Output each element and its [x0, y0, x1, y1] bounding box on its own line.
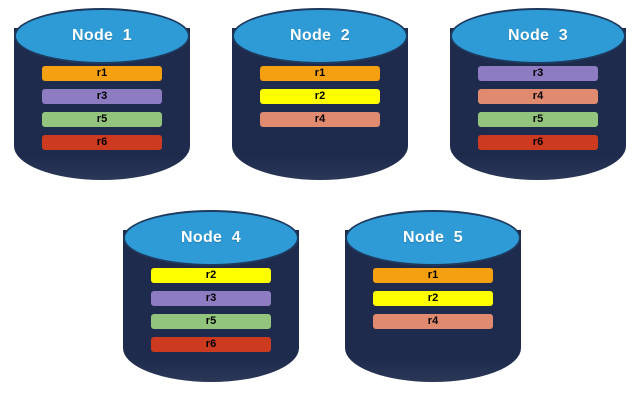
cylinder-top-ellipse: Node 1 — [14, 8, 190, 64]
node-label: Node 4 — [181, 229, 241, 246]
cylinder-top-ellipse: Node 5 — [345, 210, 521, 266]
replica-bar-r2[interactable]: r2 — [151, 268, 271, 283]
replica-label: r6 — [96, 136, 108, 148]
replica-bar-r4[interactable]: r4 — [478, 89, 598, 104]
replica-label: r5 — [532, 113, 544, 125]
replica-bar-r6[interactable]: r6 — [478, 135, 598, 150]
replica-bar-r4[interactable]: r4 — [260, 112, 380, 127]
replica-label: r2 — [205, 269, 217, 281]
replica-list: r1 r2 r4 — [373, 268, 493, 329]
replica-bar-r6[interactable]: r6 — [151, 337, 271, 352]
replica-label: r3 — [532, 67, 544, 79]
replica-bar-r4[interactable]: r4 — [373, 314, 493, 329]
node-label: Node 2 — [290, 27, 350, 44]
node-label: Node 5 — [403, 229, 463, 246]
replica-list: r1 r3 r5 r6 — [42, 66, 162, 150]
replica-label: r2 — [427, 292, 439, 304]
replica-list: r3 r4 r5 r6 — [478, 66, 598, 150]
replica-list: r1 r2 r4 — [260, 66, 380, 127]
cylinder-top-ellipse: Node 4 — [123, 210, 299, 266]
replica-label: r5 — [205, 315, 217, 327]
cylinder-bottom-shading — [123, 348, 299, 382]
replica-label: r4 — [427, 315, 439, 327]
database-node-2[interactable]: r1 r2 r4 Node 2 — [232, 8, 408, 188]
replica-label: r4 — [532, 90, 544, 102]
cylinder-bottom-shading — [345, 348, 521, 382]
replica-label: r2 — [314, 90, 326, 102]
cylinder-top-ellipse: Node 2 — [232, 8, 408, 64]
cylinder-bottom-shading — [450, 146, 626, 180]
replica-label: r3 — [205, 292, 217, 304]
cylinder-bottom-shading — [14, 146, 190, 180]
replica-label: r6 — [532, 136, 544, 148]
cylinder-bottom-shading — [232, 146, 408, 180]
database-node-4[interactable]: r2 r3 r5 r6 Node 4 — [123, 210, 299, 390]
replica-bar-r3[interactable]: r3 — [478, 66, 598, 81]
replica-bar-r1[interactable]: r1 — [373, 268, 493, 283]
replica-bar-r2[interactable]: r2 — [373, 291, 493, 306]
replica-bar-r3[interactable]: r3 — [151, 291, 271, 306]
node-label: Node 3 — [508, 27, 568, 44]
database-node-5[interactable]: r1 r2 r4 Node 5 — [345, 210, 521, 390]
replica-bar-r5[interactable]: r5 — [478, 112, 598, 127]
replica-label: r3 — [96, 90, 108, 102]
replica-bar-r1[interactable]: r1 — [42, 66, 162, 81]
database-node-3[interactable]: r3 r4 r5 r6 Node 3 — [450, 8, 626, 188]
replica-bar-r1[interactable]: r1 — [260, 66, 380, 81]
replica-list: r2 r3 r5 r6 — [151, 268, 271, 352]
replica-bar-r5[interactable]: r5 — [42, 112, 162, 127]
replica-bar-r3[interactable]: r3 — [42, 89, 162, 104]
replica-bar-r2[interactable]: r2 — [260, 89, 380, 104]
node-label: Node 1 — [72, 27, 132, 44]
replica-bar-r6[interactable]: r6 — [42, 135, 162, 150]
replica-label: r4 — [314, 113, 326, 125]
replica-label: r5 — [96, 113, 108, 125]
replica-label: r6 — [205, 338, 217, 350]
database-node-1[interactable]: r1 r3 r5 r6 Node 1 — [14, 8, 190, 188]
replica-label: r1 — [96, 67, 108, 79]
cylinder-top-ellipse: Node 3 — [450, 8, 626, 64]
replica-label: r1 — [314, 67, 326, 79]
replica-label: r1 — [427, 269, 439, 281]
replica-bar-r5[interactable]: r5 — [151, 314, 271, 329]
